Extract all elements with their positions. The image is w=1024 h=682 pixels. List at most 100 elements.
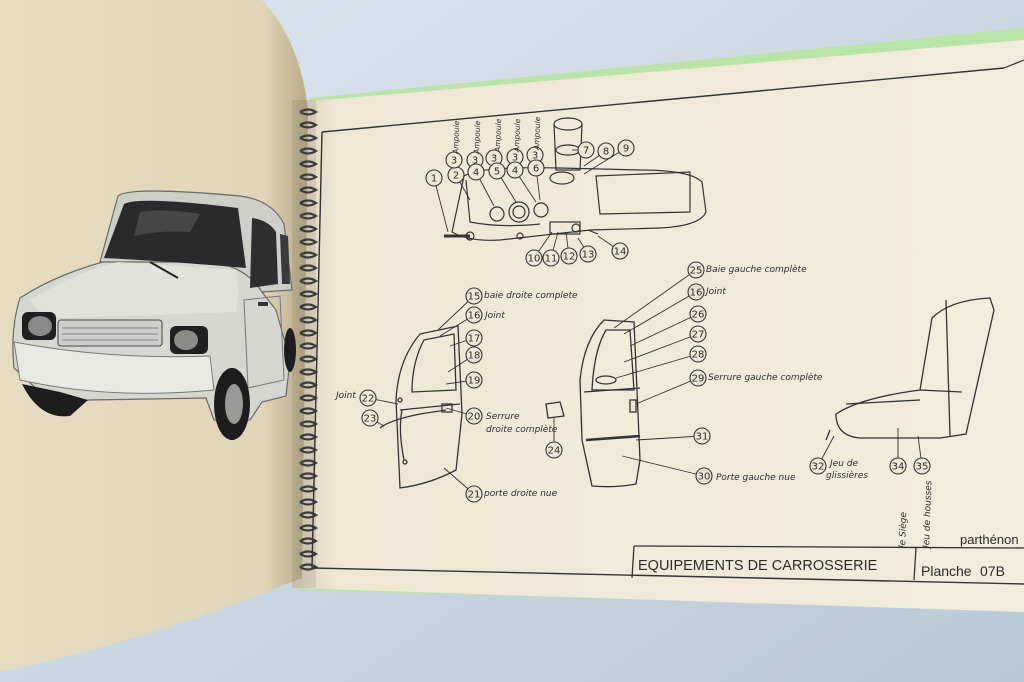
callout-number: 28 bbox=[692, 350, 705, 361]
spiral-loop bbox=[299, 498, 319, 506]
label-siege: le Siège bbox=[897, 511, 909, 548]
callout-circle bbox=[467, 163, 485, 181]
spiral-loop bbox=[299, 147, 319, 155]
callout-circle bbox=[889, 457, 907, 475]
spiral-loop bbox=[299, 524, 319, 532]
callout-leader bbox=[635, 377, 699, 405]
spiral-loop bbox=[299, 134, 319, 142]
label-joint-left: Joint bbox=[704, 287, 726, 297]
callout-number: 17 bbox=[468, 334, 481, 345]
label-jeu-housses: Jeu de housses bbox=[922, 480, 934, 550]
label-joint-right: Joint bbox=[483, 311, 505, 321]
callout-circle bbox=[579, 245, 597, 263]
callout-circle bbox=[465, 371, 483, 389]
label-serrure-gauche: Serrure gauche complète bbox=[708, 372, 823, 383]
spiral-loop bbox=[299, 433, 319, 441]
callout-circle bbox=[689, 305, 707, 323]
callout-number: 14 bbox=[614, 247, 627, 258]
callout-circle bbox=[687, 283, 705, 301]
callout-number: 29 bbox=[692, 374, 705, 385]
spiral-loop bbox=[299, 121, 319, 129]
callout-number: 32 bbox=[812, 462, 825, 473]
spiral-loop bbox=[299, 199, 319, 207]
dashboard-drawing bbox=[444, 117, 707, 241]
callout-number: 26 bbox=[692, 310, 705, 321]
callout-circle bbox=[542, 249, 560, 267]
callout-circle bbox=[445, 151, 463, 169]
callout-number: 3 bbox=[491, 154, 497, 165]
callout-circle bbox=[465, 306, 483, 324]
callout-circle bbox=[617, 139, 635, 157]
plate-number: 07B bbox=[980, 563, 1005, 579]
callout-circle bbox=[577, 141, 595, 159]
callout-leader bbox=[615, 353, 699, 379]
spiral-loop bbox=[299, 264, 319, 272]
callout-circle bbox=[465, 485, 483, 503]
callout-number: 31 bbox=[696, 432, 709, 443]
callout-number: 15 bbox=[468, 292, 481, 303]
callout-circle bbox=[506, 161, 524, 179]
callout-circle bbox=[689, 325, 707, 343]
callout-circle bbox=[359, 389, 377, 407]
spiral-binding bbox=[299, 108, 319, 571]
callout-number: 5 bbox=[494, 167, 500, 178]
callout-leader bbox=[433, 177, 449, 233]
callout-circle bbox=[488, 162, 506, 180]
car-photo bbox=[12, 190, 296, 440]
callout-circle bbox=[425, 169, 443, 187]
callout-leader bbox=[621, 455, 705, 477]
spiral-loop bbox=[299, 277, 319, 285]
spiral-loop bbox=[299, 537, 319, 545]
callout-number: 20 bbox=[468, 412, 481, 423]
spiral-loop bbox=[299, 550, 319, 558]
spiral-loop bbox=[299, 563, 319, 571]
callout-number: 4 bbox=[512, 166, 518, 177]
callout-circle bbox=[809, 457, 827, 475]
callout-circle bbox=[545, 441, 563, 459]
spiral-loop bbox=[299, 238, 319, 246]
callout-number: 13 bbox=[582, 250, 595, 261]
callout-number: 4 bbox=[473, 168, 479, 179]
callout-number: 30 bbox=[698, 472, 711, 483]
callout-number: 16 bbox=[468, 311, 481, 322]
spiral-loop bbox=[299, 160, 319, 168]
spiral-loop bbox=[299, 511, 319, 519]
drawing-frame bbox=[311, 59, 1024, 585]
callout-circle bbox=[687, 261, 705, 279]
bulb-text-3: Ampoule bbox=[493, 118, 503, 153]
callout-circle bbox=[525, 249, 543, 267]
callout-circle bbox=[465, 407, 483, 425]
callout-circle bbox=[560, 247, 578, 265]
label-porte-gauche: Porte gauche nue bbox=[716, 473, 796, 483]
left-door-drawing bbox=[579, 319, 641, 488]
label-baie-droite: baie droite complete bbox=[484, 291, 578, 301]
callout-number: 35 bbox=[916, 462, 929, 473]
spiral-loop bbox=[299, 342, 319, 350]
callout-circle bbox=[527, 159, 545, 177]
callout-circle bbox=[465, 346, 483, 364]
callout-number: 1 bbox=[431, 174, 437, 185]
spiral-loop bbox=[299, 251, 319, 259]
callout-number: 12 bbox=[563, 252, 576, 263]
callout-number: 9 bbox=[623, 144, 629, 155]
right-door-drawing bbox=[379, 325, 565, 489]
callout-circle bbox=[361, 409, 379, 427]
spiral-loop bbox=[299, 459, 319, 467]
label-jeu-de: Jeu de bbox=[828, 459, 858, 469]
callout-number: 21 bbox=[468, 490, 481, 501]
spiral-loop bbox=[299, 446, 319, 454]
spiral-loop bbox=[299, 186, 319, 194]
spiral-loop bbox=[299, 108, 319, 116]
bulb-text-4: Ampoule bbox=[512, 118, 522, 153]
callout-number: 6 bbox=[533, 164, 539, 175]
callout-number: 3 bbox=[451, 156, 457, 167]
right-page bbox=[292, 40, 1024, 612]
callout-circle bbox=[465, 329, 483, 347]
bulb-text-5: Ampoule bbox=[532, 116, 542, 151]
callout-number: 25 bbox=[690, 266, 703, 277]
callout-number: 11 bbox=[545, 254, 558, 265]
callout-leader bbox=[629, 313, 699, 347]
callout-circle bbox=[597, 142, 615, 160]
bulb-text-2: Ampoule bbox=[472, 120, 482, 155]
